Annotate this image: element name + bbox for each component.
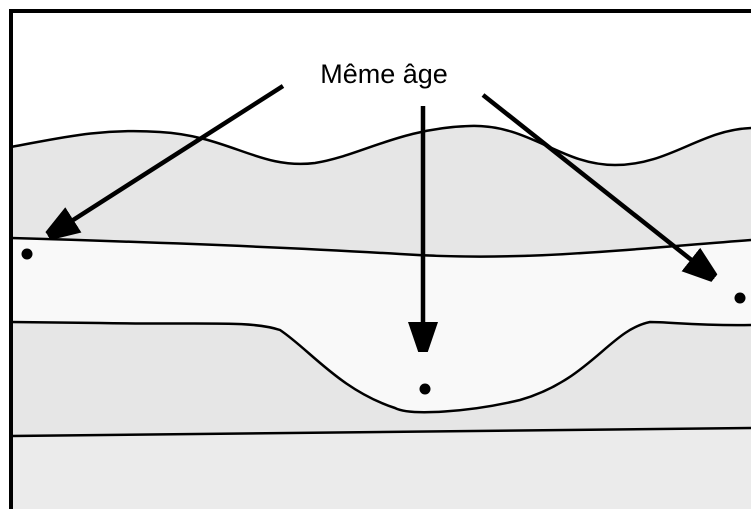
diagram-frame xyxy=(9,9,751,509)
lower-boundary-line xyxy=(10,426,751,438)
bottom-rock-layer xyxy=(11,428,751,509)
right-dot xyxy=(734,292,746,304)
channel-boundary-line xyxy=(10,320,751,414)
lower-rock-layer xyxy=(11,322,751,436)
top-boundary-line xyxy=(10,124,751,167)
middle-rock-layer xyxy=(11,238,751,413)
center-dot xyxy=(419,383,431,395)
right-arrow xyxy=(481,93,694,262)
left-arrow xyxy=(70,84,285,222)
left-dot xyxy=(21,248,33,260)
same-age-label: Même âge xyxy=(320,59,448,89)
upper-middle-boundary-line xyxy=(10,236,751,258)
